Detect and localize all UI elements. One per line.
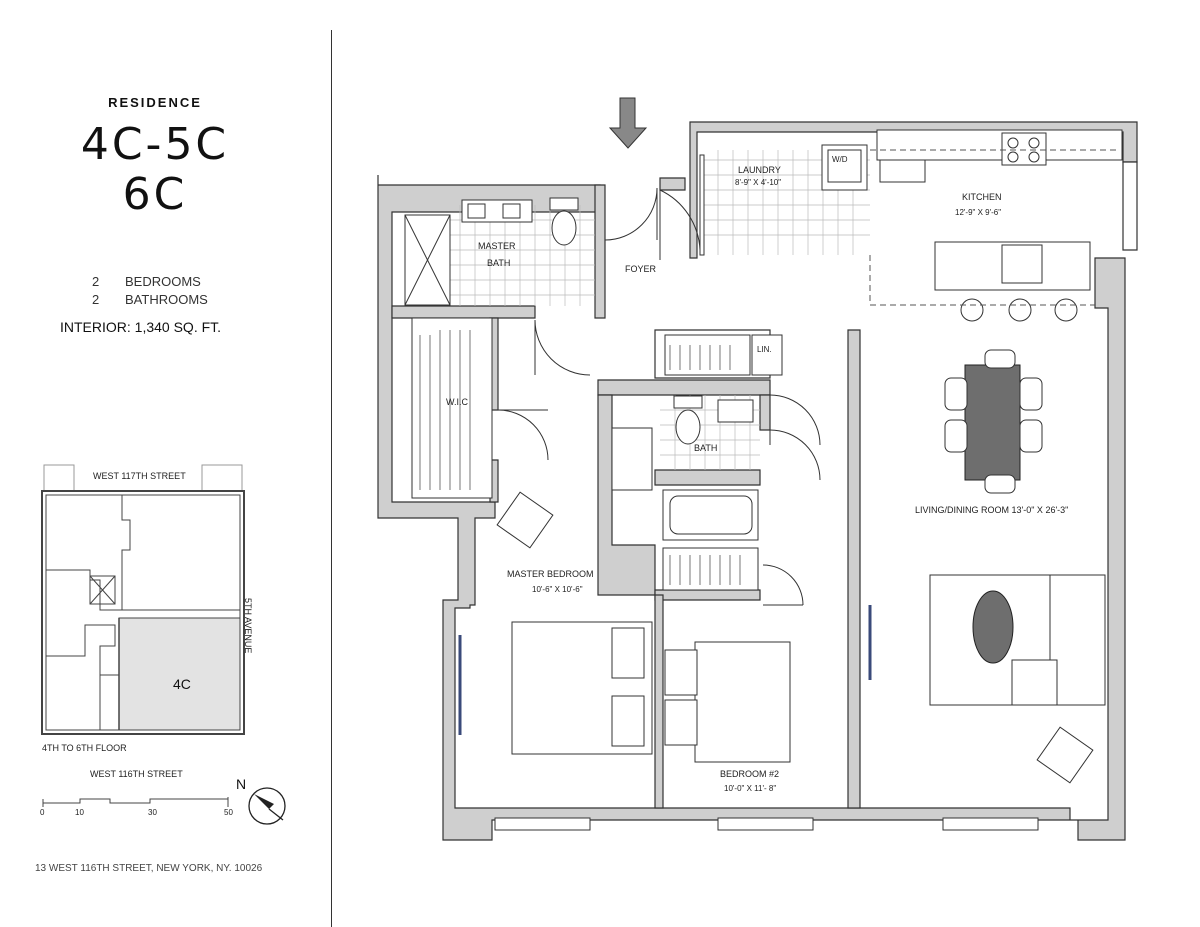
keyplan-north-street: WEST 117TH STREET bbox=[93, 471, 186, 481]
bathrooms-label: BATHROOMS bbox=[125, 292, 208, 307]
living-dining-label: LIVING/DINING ROOM 13'-0" X 26'-3" bbox=[915, 505, 1069, 515]
unit-number-line1: 4C-5C bbox=[80, 119, 230, 170]
keyplan-east-street: 5TH AVENUE bbox=[243, 598, 253, 654]
walk-in-closet-label: W.I.C bbox=[446, 397, 468, 407]
bedroom2-label: BEDROOM #2 bbox=[720, 769, 780, 779]
bedrooms-spec: 2 BEDROOMS bbox=[92, 274, 201, 289]
north-label: N bbox=[236, 776, 247, 792]
laundry-label: LAUNDRY bbox=[738, 165, 781, 175]
scale-tick-50: 50 bbox=[224, 808, 233, 817]
bedrooms-count: 2 bbox=[92, 274, 100, 289]
floor-plan bbox=[377, 97, 1138, 841]
master-bedroom-label: MASTER BEDROOM bbox=[507, 569, 594, 579]
keyplan-south-street: WEST 116TH STREET bbox=[90, 769, 183, 779]
laundry-dimension: 8'-9" X 4'-10" bbox=[735, 178, 782, 187]
bathrooms-count: 2 bbox=[92, 292, 100, 307]
key-plan bbox=[41, 464, 245, 735]
bedrooms-label: BEDROOMS bbox=[125, 274, 201, 289]
kitchen-dimension: 12'-9" X 9'-6" bbox=[955, 208, 1002, 217]
bath-label: BATH bbox=[694, 443, 718, 453]
scale-tick-0: 0 bbox=[40, 808, 45, 817]
kitchen-label: KITCHEN bbox=[962, 192, 1002, 202]
keyplan-floors: 4TH TO 6TH FLOOR bbox=[42, 743, 127, 753]
washer-dryer-label: W/D bbox=[832, 155, 848, 164]
foyer-label: FOYER bbox=[625, 264, 657, 274]
master-bath-label-line1: MASTER bbox=[478, 241, 516, 251]
linen-closet-label: LIN. bbox=[757, 345, 772, 354]
scale-tick-30: 30 bbox=[148, 808, 157, 817]
bedroom2-dimension: 10'-0" X 11'- 8" bbox=[724, 784, 777, 793]
panel-divider bbox=[331, 30, 332, 927]
bathrooms-spec: 2 BATHROOMS bbox=[92, 292, 208, 307]
master-bedroom-dimension: 10'-6" X 10'-6" bbox=[532, 585, 583, 594]
north-arrow-icon bbox=[248, 787, 286, 825]
residence-eyebrow: RESIDENCE bbox=[108, 95, 202, 110]
interior-area: INTERIOR: 1,340 SQ. FT. bbox=[60, 319, 222, 335]
unit-number-line2: 6C bbox=[122, 169, 188, 220]
building-address: 13 WEST 116TH STREET, NEW YORK, NY. 1002… bbox=[35, 863, 263, 874]
master-bath-label-line2: BATH bbox=[487, 258, 511, 268]
scale-tick-10: 10 bbox=[75, 808, 84, 817]
keyplan-unit-tag: 4C bbox=[173, 676, 191, 692]
scale-bar bbox=[42, 797, 229, 807]
